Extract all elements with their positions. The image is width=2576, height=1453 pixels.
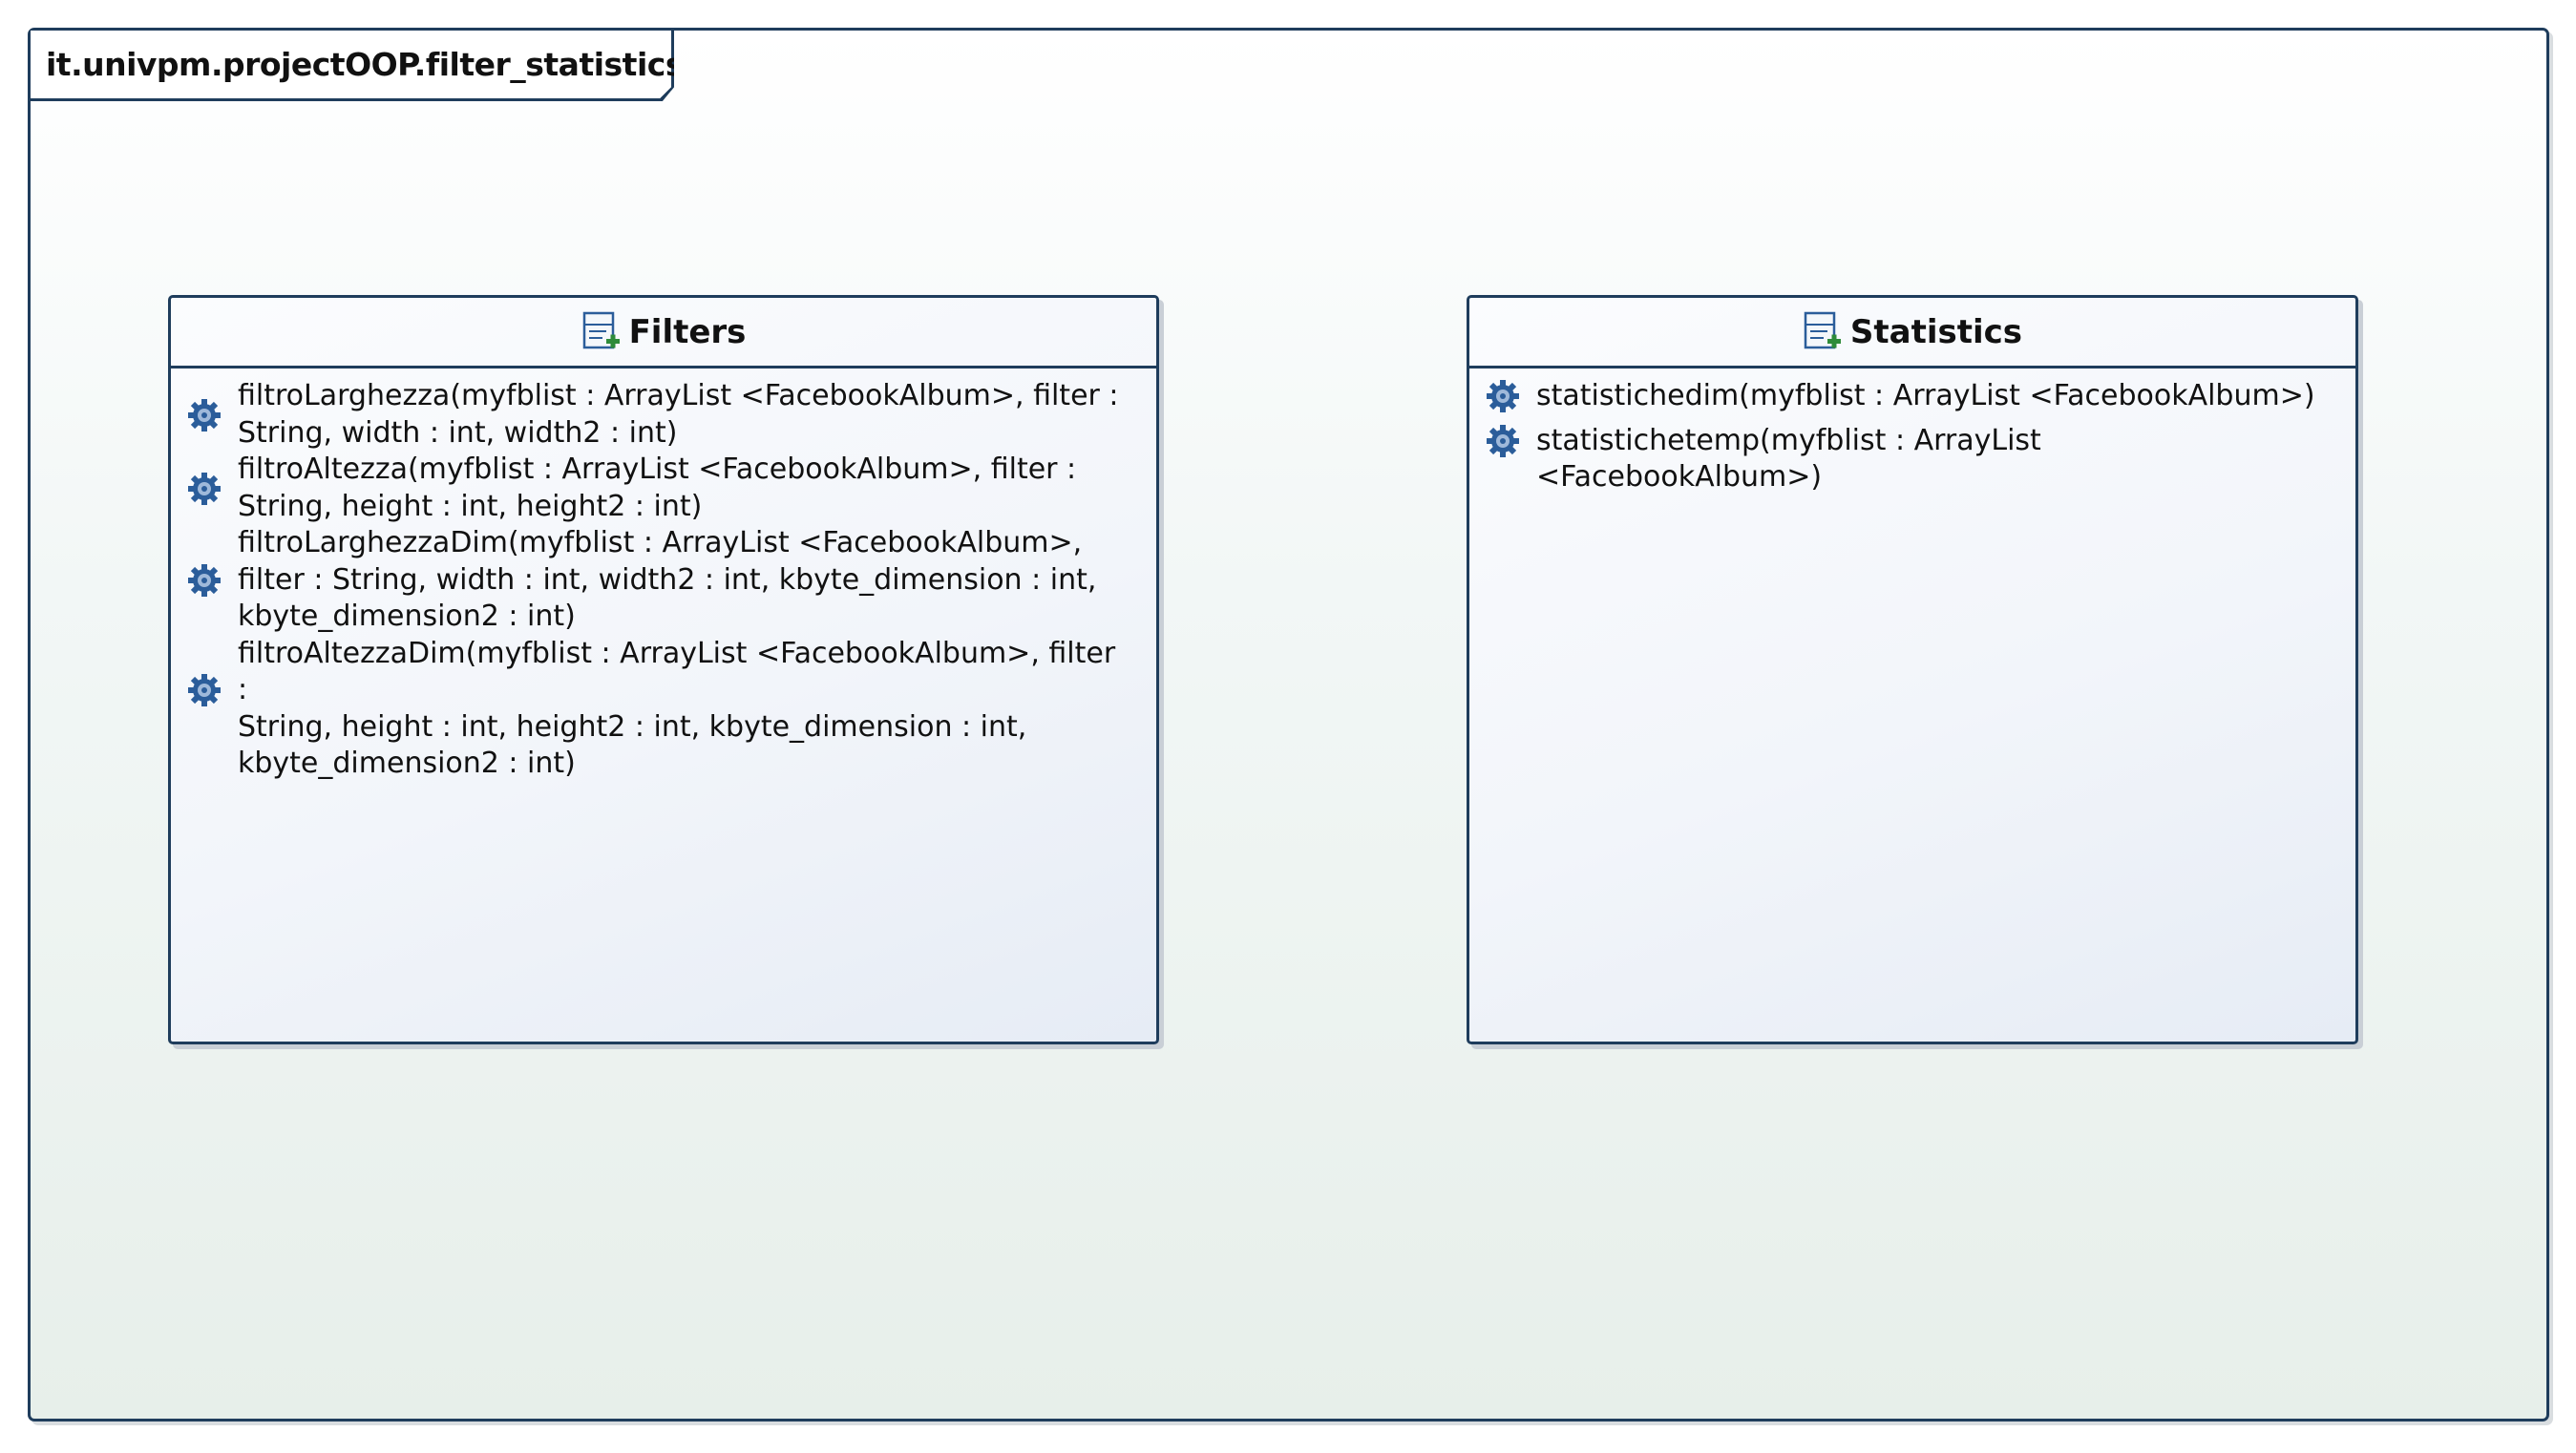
operation-gear-icon	[1487, 380, 1519, 413]
operations-compartment: statistichedim(myfblist : ArrayList <Fac…	[1469, 369, 2355, 496]
operation[interactable]: statistichedim(myfblist : ArrayList <Fac…	[1469, 378, 2355, 415]
class-header: Filters	[171, 298, 1156, 369]
operation[interactable]: filtroLarghezzaDim(myfblist : ArrayList …	[171, 525, 1156, 636]
operation-signature-line: statistichetemp(myfblist : ArrayList <Fa…	[1536, 423, 2041, 495]
operation-signature-line: kbyte_dimension2 : int)	[238, 747, 576, 780]
operation[interactable]: statistichetemp(myfblist : ArrayList <Fa…	[1469, 423, 2355, 496]
class-statistics[interactable]: Statistics statistichedim(myfblist : Arr…	[1467, 295, 2358, 1044]
class-add-icon	[582, 311, 620, 348]
operation-gear-icon	[188, 674, 221, 707]
class-header: Statistics	[1469, 298, 2355, 369]
operation-signature-line: String, height : int, height2 : int, kby…	[238, 709, 1027, 744]
operation[interactable]: filtroAltezzaDim(myfblist : ArrayList <F…	[171, 636, 1156, 783]
operation-signature-line: filtroAltezza(myfblist : ArrayList <Face…	[238, 453, 1077, 486]
operation-signature-line: kbyte_dimension2 : int)	[238, 600, 576, 633]
package-name: it.univpm.projectOOP.filter_statistics	[46, 46, 684, 83]
class-name: Filters	[628, 312, 747, 351]
operations-compartment: filtroLarghezza(myfblist : ArrayList <Fa…	[171, 369, 1156, 783]
operation[interactable]: filtroAltezza(myfblist : ArrayList <Face…	[171, 452, 1156, 525]
operation[interactable]: filtroLarghezza(myfblist : ArrayList <Fa…	[171, 378, 1156, 452]
operation-signature-line: String, height : int, height2 : int)	[238, 489, 703, 523]
operation-signature-line: String, width : int, width2 : int)	[238, 415, 678, 450]
package-tab[interactable]: it.univpm.projectOOP.filter_statistics	[31, 31, 674, 101]
operation-gear-icon	[188, 563, 221, 597]
operation-gear-icon	[188, 398, 221, 432]
operation-signature-line: filtroLarghezzaDim(myfblist : ArrayList …	[238, 526, 1083, 559]
class-name: Statistics	[1849, 312, 2023, 351]
operation-gear-icon	[188, 472, 221, 505]
operation-signature-line: statistichedim(myfblist : ArrayList <Fac…	[1536, 379, 2315, 412]
operation-signature-line: filter : String, width : int, width2 : i…	[238, 562, 1097, 597]
operation-signature-line: filtroAltezzaDim(myfblist : ArrayList <F…	[238, 636, 1116, 707]
operation-signature-line: filtroLarghezza(myfblist : ArrayList <Fa…	[238, 379, 1119, 412]
operation-gear-icon	[1487, 424, 1519, 457]
class-filters[interactable]: Filters filtroLarghezza(myfblist : Array…	[168, 295, 1159, 1044]
class-add-icon	[1804, 311, 1841, 348]
